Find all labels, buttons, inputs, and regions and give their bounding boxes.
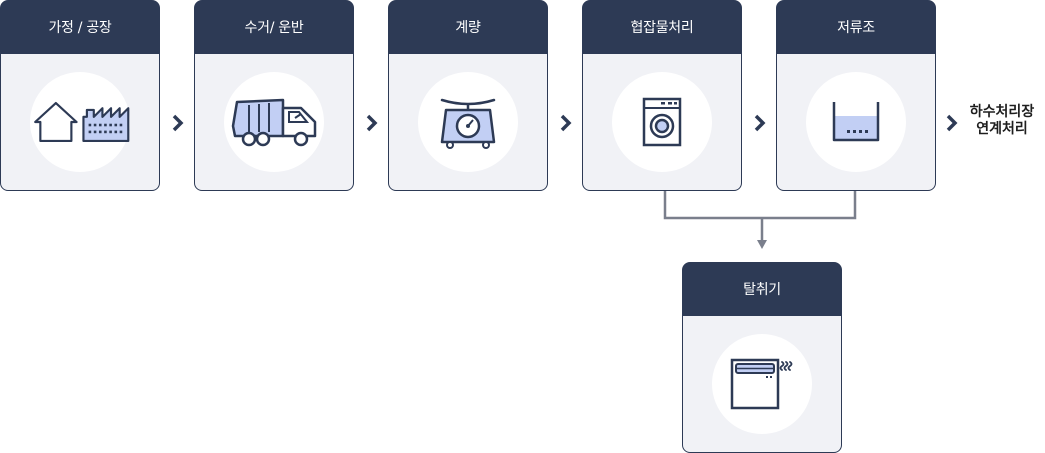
chevron-right-icon [754,114,766,132]
icon-circle [612,72,712,172]
final-line-2: 연계처리 [976,121,1028,137]
garbage-truck-icon [231,98,317,147]
step-title: 저류조 [776,0,936,53]
chevron-right-icon [560,114,572,132]
house-factory-icon [34,101,130,143]
step-title: 수거/ 운반 [194,0,354,53]
scale-icon [440,98,496,149]
icon-circle [418,72,518,172]
step-collection-transport: 수거/ 운반 [194,0,354,191]
washing-machine-icon [642,97,682,147]
step-panel [776,53,936,191]
step-panel [194,53,354,191]
arrow-down-icon [757,240,767,249]
step-panel [582,53,742,191]
step-household-factory: 가정 / 공장 [0,0,160,191]
step-panel [388,53,548,191]
step-panel [0,53,160,191]
icon-circle [712,334,812,434]
icon-circle [30,72,130,172]
final-destination-label: 하수처리장 연계처리 [962,104,1042,138]
step-title: 계량 [388,0,548,53]
chevron-right-icon [172,114,184,132]
step-title: 협잡물처리 [582,0,742,53]
air-purifier-icon [730,358,793,410]
chevron-right-icon [946,114,958,132]
step-weighing: 계량 [388,0,548,191]
step-deodorizer: 탈취기 [682,262,842,453]
step-panel [682,315,842,453]
icon-circle [806,72,906,172]
step-storage-tank: 저류조 [776,0,936,191]
step-title: 탈취기 [682,262,842,315]
tank-icon [832,102,880,142]
step-debris-treatment: 협잡물처리 [582,0,742,191]
step-title: 가정 / 공장 [0,0,160,53]
icon-circle [224,72,324,172]
chevron-right-icon [366,114,378,132]
final-line-1: 하수처리장 [969,104,1035,120]
